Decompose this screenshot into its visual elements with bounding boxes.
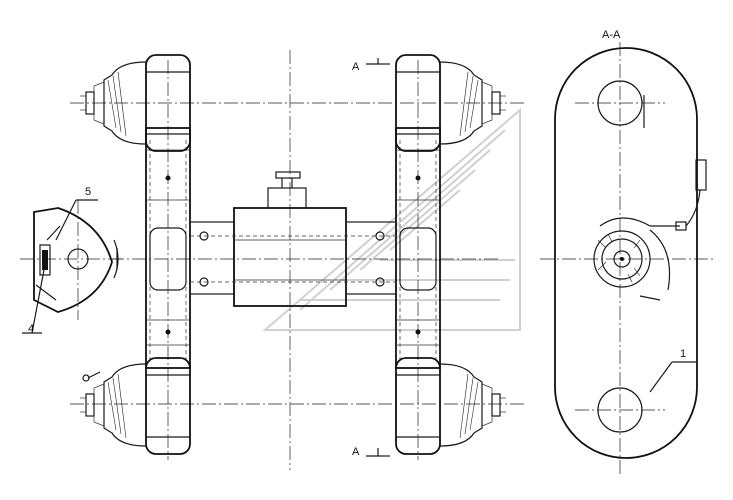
wheel-left-top — [80, 54, 191, 152]
part-label-4: 4 — [28, 323, 34, 335]
section-label-top: A — [352, 61, 360, 73]
part-label-1: 1 — [680, 348, 686, 360]
center-crossbeam — [189, 171, 397, 307]
left-detail-view — [20, 200, 125, 320]
wheel-right-top — [395, 54, 506, 152]
leader-part-1: 1 — [649, 348, 696, 393]
logo-watermark-icon — [262, 107, 521, 331]
wheel-right-bottom — [395, 357, 506, 455]
section-label-bottom: A — [352, 446, 360, 458]
section-title: A-A — [602, 29, 621, 41]
leader-part-5: 5 — [55, 186, 98, 241]
wheel-left-bottom — [80, 357, 191, 455]
section-marker-bottom: A — [352, 446, 390, 458]
leader-part-4: 4 — [22, 269, 45, 335]
section-marker-top: A — [352, 58, 390, 73]
section-a-a-view: A-A — [540, 29, 715, 475]
part-label-5: 5 — [85, 186, 91, 198]
